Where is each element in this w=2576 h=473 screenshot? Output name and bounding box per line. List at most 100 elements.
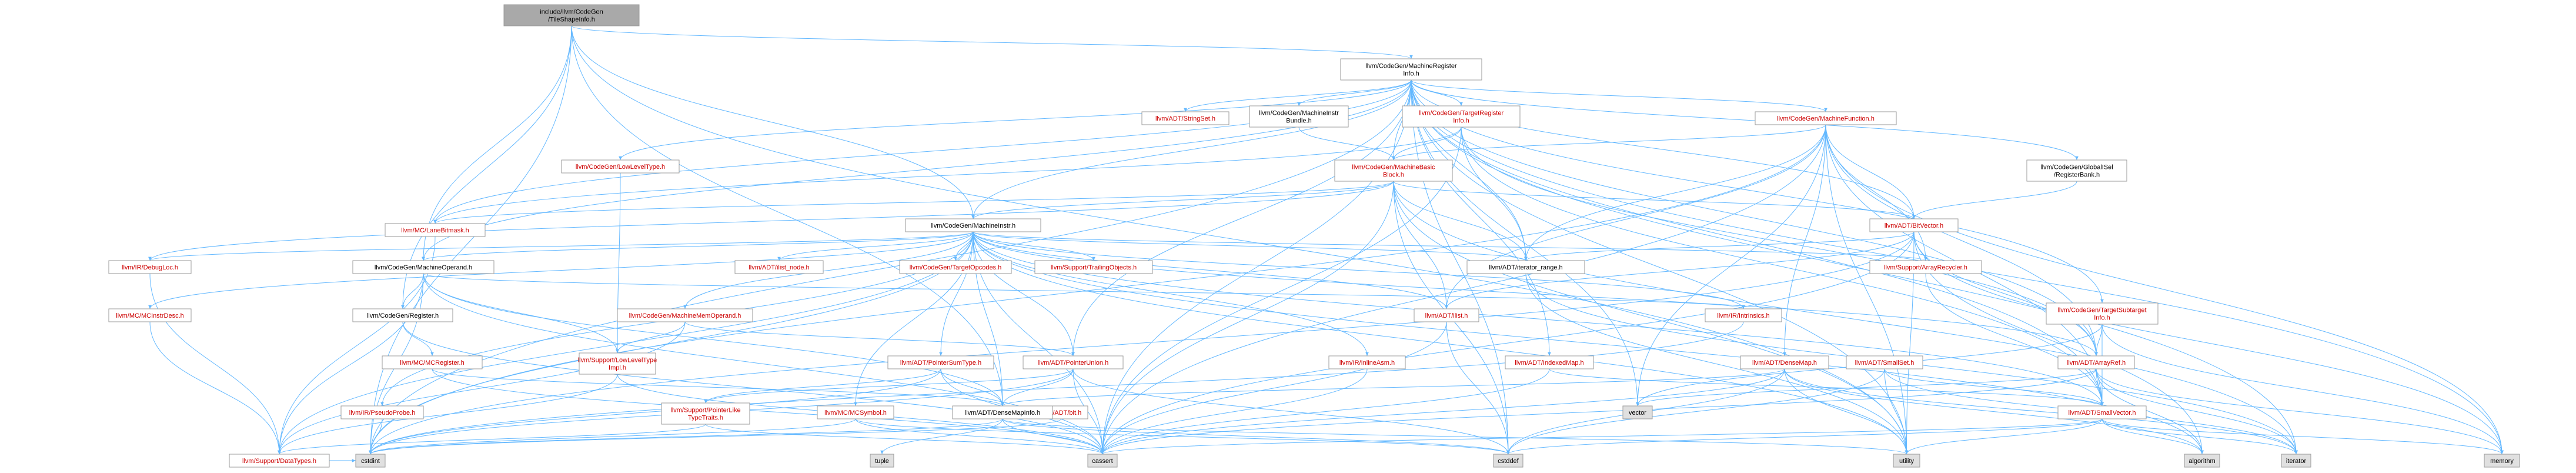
node-smallvector[interactable]: llvm/ADT/SmallVector.h <box>2057 405 2147 419</box>
node-psumtype[interactable]: llvm/ADT/PointerSumType.h <box>887 355 994 369</box>
edge-smallvector-to-cassert <box>1101 418 2103 455</box>
edge-mri-to-cstdint <box>369 79 1412 455</box>
node-ilist[interactable]: llvm/ADT/ilist.h <box>1414 308 1479 322</box>
node-label-ptrlike: TypeTraits.h <box>688 415 723 422</box>
edge-mi-to-ilistnode <box>777 231 974 261</box>
node-label-mcsymbol: llvm/MC/MCSymbol.h <box>824 409 887 417</box>
node-trailing[interactable]: llvm/Support/TrailingObjects.h <box>1034 260 1153 274</box>
node-mf[interactable]: llvm/CodeGen/MachineFunction.h <box>1755 111 1897 125</box>
node-ilistnode[interactable]: llvm/ADT/ilist_node.h <box>734 260 824 274</box>
node-box-trailing <box>1034 260 1153 274</box>
edge-root-to-mo <box>422 25 572 261</box>
edge-mo-to-cgregister <box>401 273 424 309</box>
node-box-tuple <box>870 454 894 468</box>
node-label-indexedmap: llvm/ADT/IndexedMap.h <box>1515 359 1583 367</box>
node-box-mf <box>1755 111 1897 125</box>
node-box-psumtype <box>887 355 994 369</box>
node-debugloc[interactable]: llvm/IR/DebugLoc.h <box>108 260 192 274</box>
edge-mi-to-mcinstrdesc <box>148 231 974 309</box>
edge-mi-to-ilist <box>973 231 1448 309</box>
node-label-lanebm: llvm/MC/LaneBitmask.h <box>401 227 469 234</box>
edge-root-to-cgregister <box>401 25 572 309</box>
edge-mf-to-densemap <box>1783 124 1826 357</box>
edge-arrayref-to-vector <box>1636 368 2097 407</box>
node-lltype[interactable]: llvm/CodeGen/LowLevelType.h <box>561 159 680 174</box>
node-lanebm[interactable]: llvm/MC/LaneBitmask.h <box>385 223 486 237</box>
node-stringset[interactable]: llvm/ADT/StringSet.h <box>1141 111 1229 125</box>
edge-tri-to-iterrange <box>1461 126 1528 261</box>
edge-mri-to-indexedmap <box>1411 79 1551 357</box>
edge-mi-to-trailing <box>973 231 1095 261</box>
node-smallset[interactable]: llvm/ADT/SmallSet.h <box>1846 355 1923 369</box>
node-arrayref[interactable]: llvm/ADT/ArrayRef.h <box>2057 355 2135 369</box>
edge-smallset-to-smallvector <box>1884 368 2104 407</box>
edge-mcsymbol-to-cstddef <box>855 418 1510 455</box>
node-gisel[interactable]: llvm/CodeGen/GlobalISel/RegisterBank.h <box>2026 159 2127 182</box>
node-label-cstdint: cstdint <box>361 458 380 465</box>
node-label-punion: llvm/ADT/PointerUnion.h <box>1038 359 1108 367</box>
edge-mri-to-mibundle <box>1297 79 1412 106</box>
node-box-gisel <box>2026 159 2127 182</box>
node-box-arrayrecycler <box>1869 260 1982 274</box>
edge-indexedmap-to-cassert <box>1101 368 1550 455</box>
node-targetop[interactable]: llvm/CodeGen/TargetOpcodes.h <box>899 260 1012 274</box>
node-pseudoprobe[interactable]: llvm/IR/PseudoProbe.h <box>340 405 424 419</box>
node-label-intrinsics: llvm/IR/Intrinsics.h <box>1717 312 1769 319</box>
node-mo[interactable]: llvm/CodeGen/MachineOperand.h <box>352 260 495 274</box>
edge-mf-to-bitvector <box>1825 124 1916 219</box>
node-algorithm: algorithm <box>2184 454 2220 468</box>
node-label-arrayrecycler: llvm/Support/ArrayRecycler.h <box>1884 264 1967 271</box>
edge-smallvector-to-cstddef <box>1506 418 2103 455</box>
node-datatypes[interactable]: llvm/Support/DataTypes.h <box>229 454 330 468</box>
node-inlineasm[interactable]: llvm/IR/InlineAsm.h <box>1328 355 1406 369</box>
edge-punion-to-densemapinfo <box>1001 368 1074 407</box>
edge-arrayref-to-iterator <box>2096 368 2298 455</box>
node-tuple: tuple <box>870 454 894 468</box>
edge-mri-to-punion <box>1071 79 1412 357</box>
node-box-tsi <box>2046 302 2159 325</box>
node-label-cstddef: cstddef <box>1498 458 1519 465</box>
edge-bitadt-to-cstdint <box>369 418 1062 455</box>
node-arrayrecycler[interactable]: llvm/Support/ArrayRecycler.h <box>1869 260 1982 274</box>
edge-densemap-to-cassert <box>1101 368 1785 455</box>
node-label-pseudoprobe: llvm/IR/PseudoProbe.h <box>349 409 416 417</box>
node-label-mbb: Block.h <box>1383 172 1404 179</box>
node-punion[interactable]: llvm/ADT/PointerUnion.h <box>1023 355 1124 369</box>
edge-mi-to-debugloc <box>148 231 974 261</box>
node-root: include/llvm/CodeGen/TileShapeInfo.h <box>503 4 640 26</box>
node-densemapinfo[interactable]: llvm/ADT/DenseMapInfo.h <box>952 405 1053 419</box>
node-mi[interactable]: llvm/CodeGen/MachineInstr.h <box>905 218 1041 232</box>
edge-bitvector-to-memory <box>1913 231 2504 455</box>
node-box-ilist <box>1414 308 1479 322</box>
node-mmo[interactable]: llvm/CodeGen/MachineMemOperand.h <box>617 308 753 322</box>
node-indexedmap[interactable]: llvm/ADT/IndexedMap.h <box>1505 355 1594 369</box>
node-intrinsics[interactable]: llvm/IR/Intrinsics.h <box>1705 308 1782 322</box>
node-box-ptrlike <box>661 402 750 425</box>
node-densemap[interactable]: llvm/ADT/DenseMap.h <box>1740 355 1829 369</box>
node-mcregister[interactable]: llvm/MC/MCRegister.h <box>382 355 483 369</box>
edge-root-to-mri <box>571 25 1413 59</box>
node-label-debugloc: llvm/IR/DebugLoc.h <box>122 264 178 271</box>
node-label-smallset: llvm/ADT/SmallSet.h <box>1855 359 1915 367</box>
edge-mri-to-arrayref <box>1411 79 2098 357</box>
node-iterrange[interactable]: llvm/ADT/iterator_range.h <box>1466 260 1585 274</box>
node-mcinstrdesc[interactable]: llvm/MC/MCInstrDesc.h <box>108 308 192 322</box>
node-label-mcregister: llvm/MC/MCRegister.h <box>400 359 464 367</box>
node-label-lltype: llvm/CodeGen/LowLevelType.h <box>576 164 665 171</box>
node-cgregister[interactable]: llvm/CodeGen/Register.h <box>352 308 453 322</box>
edge-arrayref-to-memory <box>2096 368 2504 455</box>
edge-mo-to-intrinsics <box>423 273 1745 309</box>
node-mcsymbol[interactable]: llvm/MC/MCSymbol.h <box>817 405 894 419</box>
edge-tri-to-lanebm <box>433 126 1462 224</box>
edge-arrayref-to-cassert <box>1101 368 2097 455</box>
node-bitvector[interactable]: llvm/ADT/BitVector.h <box>1869 218 1959 232</box>
edge-mi-to-targetop <box>954 231 974 261</box>
node-label-ilistnode: llvm/ADT/ilist_node.h <box>749 264 809 271</box>
